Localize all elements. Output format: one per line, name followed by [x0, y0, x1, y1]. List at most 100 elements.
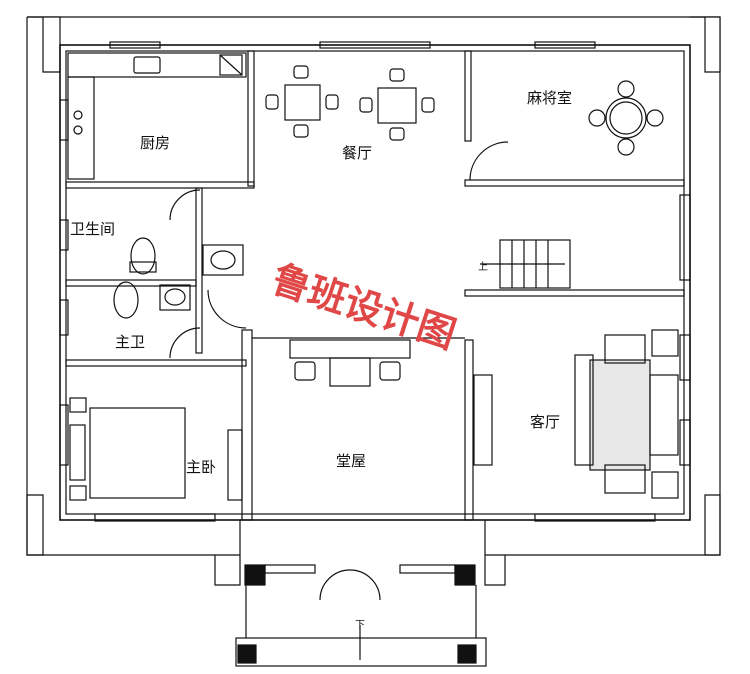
room-label-master-bedroom: 主卧 [186, 458, 216, 476]
nightstand [69, 397, 87, 413]
window-kitchen-side [59, 99, 69, 141]
tv-cabinet [473, 374, 493, 466]
armchair [604, 464, 646, 494]
entrance-down-label: 下 [355, 620, 365, 631]
chair [389, 127, 405, 141]
toilet-bath [130, 237, 156, 275]
bed [89, 407, 186, 499]
porch-wall [399, 564, 456, 574]
stool [588, 109, 606, 127]
door-bedroom [207, 289, 247, 329]
exterior-wall [59, 44, 691, 521]
chair [389, 68, 405, 82]
window-kitchen [109, 41, 161, 49]
mahjong-table [605, 97, 647, 139]
column [457, 644, 477, 664]
mahjong-table-inner [609, 101, 643, 135]
wall-kitchen-south [65, 181, 255, 189]
room-label-bathroom: 卫生间 [70, 220, 115, 238]
column [237, 644, 257, 664]
dining-table-1 [284, 84, 321, 121]
basin-masterbath-bowl [164, 288, 186, 306]
wash-basin [202, 244, 244, 276]
room-label-hall: 堂屋 [336, 452, 366, 470]
chair [293, 124, 309, 138]
sofa-main [649, 374, 679, 456]
window-masterbath-side [59, 299, 69, 336]
wall-hall-west [241, 329, 253, 521]
roof-corner-bl [26, 494, 44, 556]
wash-basin-bowl [210, 250, 236, 270]
stove-burner-2 [73, 125, 83, 135]
stool [646, 109, 664, 127]
hall-table [329, 357, 371, 387]
stove-burner-1 [73, 110, 83, 120]
armchair [604, 334, 646, 364]
column [244, 564, 266, 586]
chair [379, 361, 401, 381]
fridge [219, 54, 243, 76]
window-mahjong [534, 41, 596, 49]
chair [265, 94, 279, 110]
roof-corner-tr [690, 16, 721, 73]
room-label-mahjong: 麻将室 [527, 89, 572, 107]
chair [294, 361, 316, 381]
fridge-mark [219, 54, 243, 76]
toilet-bath-tank [129, 261, 157, 273]
wall-bath-east [195, 187, 203, 354]
window-bath-side [59, 219, 69, 251]
roof-outline-right [27, 16, 721, 556]
nightstand [69, 485, 87, 501]
kitchen-counter-left [67, 76, 95, 180]
wall-mahjong-west [464, 50, 472, 142]
door-bath [169, 189, 201, 221]
wall-kitchen-east [247, 50, 255, 187]
front-steps [235, 637, 487, 667]
roof-corner-br [704, 494, 721, 556]
chair [293, 65, 309, 79]
door-main-right [349, 569, 381, 601]
door-main-left [319, 569, 351, 601]
door-mahjong [469, 141, 509, 181]
column [454, 564, 476, 586]
roof-corner-tl [27, 16, 61, 73]
porch-left-wall [214, 520, 241, 586]
window-living-1 [679, 334, 691, 381]
chair [325, 94, 339, 110]
watermark: 鲁班设计图 [267, 257, 461, 358]
room-label-living: 客厅 [530, 413, 560, 431]
side-table [651, 329, 679, 357]
window-bedroom-side [59, 404, 69, 466]
window-living-bottom [534, 513, 656, 522]
stair-up-label: 上 [478, 261, 488, 273]
bed-headboard [69, 424, 86, 481]
room-label-master-bath: 主卫 [115, 333, 145, 351]
window-living-2 [679, 419, 691, 466]
room-label-kitchen: 厨房 [140, 134, 170, 152]
toilet-masterbath [113, 281, 139, 319]
wall-mahjong-south [464, 179, 685, 187]
chair [359, 97, 373, 113]
side-table [651, 471, 679, 499]
door-masterbath [169, 327, 201, 359]
hall-console [289, 339, 411, 359]
window-bedroom-bottom [94, 513, 216, 522]
coffee-table [589, 359, 651, 471]
kitchen-sink [133, 56, 161, 74]
carpet-edge [574, 354, 594, 466]
window-dining [319, 41, 431, 49]
wardrobe [227, 429, 243, 501]
wall-masterbath-south [65, 359, 247, 367]
kitchen-counter-top [67, 52, 247, 78]
room-label-dining: 餐厅 [342, 144, 372, 162]
wall-stair-south [464, 289, 685, 297]
window-stair [679, 194, 691, 281]
stool [617, 138, 635, 156]
chair [421, 97, 435, 113]
basin-masterbath [159, 284, 191, 311]
stool [617, 80, 635, 98]
porch-right-wall [484, 520, 506, 586]
wall-hall-east [464, 339, 474, 521]
dining-table-2 [377, 87, 417, 124]
